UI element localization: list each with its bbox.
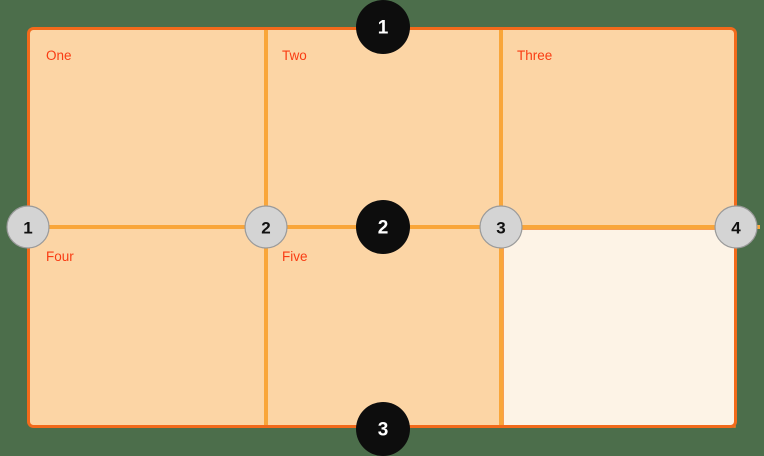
row-handle-1[interactable]: 1 xyxy=(356,0,410,54)
row-handle-3-label: 3 xyxy=(378,420,389,441)
cell-label-one: One xyxy=(46,48,72,63)
column-handle-2-label: 2 xyxy=(261,219,270,238)
row-handle-2-label: 2 xyxy=(378,218,389,239)
column-handle-2[interactable]: 2 xyxy=(244,205,288,249)
column-handle-4[interactable]: 4 xyxy=(714,205,758,249)
row-handle-1-label: 1 xyxy=(378,18,389,39)
cell-label-three: Three xyxy=(517,48,552,63)
column-handle-3[interactable]: 3 xyxy=(479,205,523,249)
cell-empty-bottom-right[interactable] xyxy=(502,228,736,428)
cell-label-four: Four xyxy=(46,249,74,264)
column-handle-3-label: 3 xyxy=(496,219,505,238)
row-handle-3[interactable]: 3 xyxy=(356,402,410,456)
column-handle-1-label: 1 xyxy=(23,219,32,238)
row-handle-2[interactable]: 2 xyxy=(356,200,410,254)
column-handle-1[interactable]: 1 xyxy=(6,205,50,249)
cell-label-two: Two xyxy=(282,48,307,63)
column-handle-4-label: 4 xyxy=(731,219,741,238)
cell-label-five: Five xyxy=(282,249,308,264)
